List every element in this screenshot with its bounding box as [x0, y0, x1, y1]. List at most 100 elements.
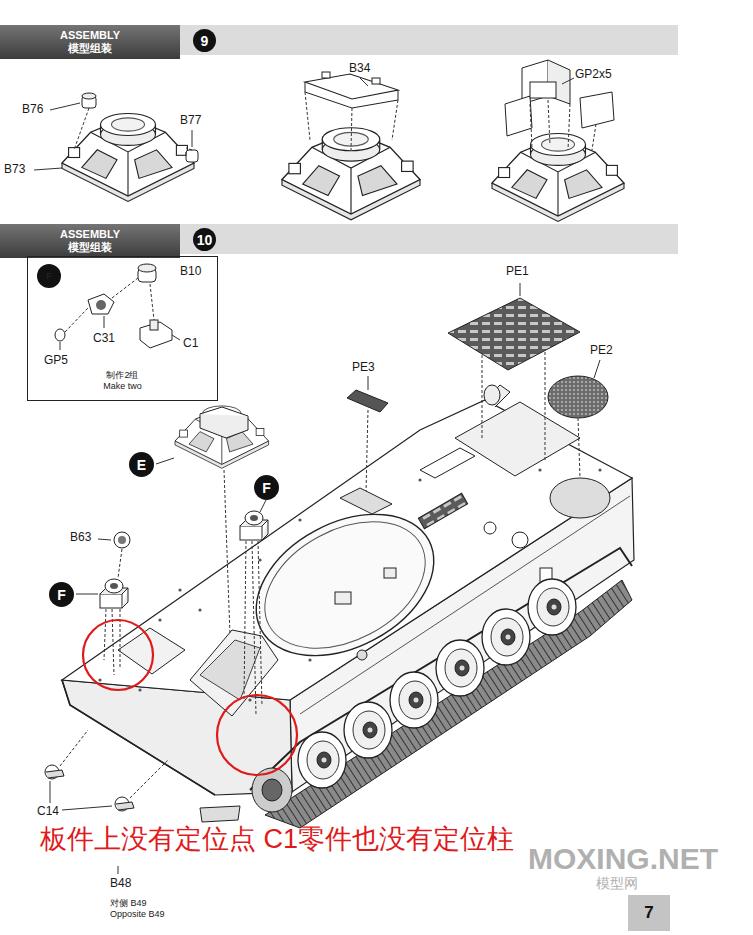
part-number: B77 — [180, 114, 201, 128]
inset-parts — [65, 278, 154, 332]
tow-hooks — [60, 730, 88, 766]
step9-part-gp2 — [530, 82, 556, 98]
header-band — [180, 25, 678, 55]
step9-part-gp2 — [530, 100, 596, 150]
step9-leaders — [192, 130, 193, 147]
watermark: MOXING.NET — [528, 842, 718, 877]
part-number: B48 — [110, 877, 131, 891]
tow-hooks — [50, 781, 51, 803]
step9-leaders — [34, 103, 192, 170]
node-text: 模型组装 — [68, 241, 112, 254]
inset-parts — [55, 264, 180, 350]
photo-etch-parts — [347, 390, 388, 412]
hull — [262, 779, 282, 801]
node-text: 制作2组 — [106, 370, 138, 381]
part-number: B73 — [4, 163, 25, 177]
hull — [298, 518, 301, 521]
hull — [512, 532, 528, 548]
tow-hooks — [46, 770, 64, 778]
hull — [200, 806, 240, 822]
node-text: 7 — [644, 903, 653, 923]
part-number: GP5 — [44, 354, 68, 368]
photo-etch-parts — [548, 376, 608, 418]
hull — [384, 568, 396, 578]
part-number: PE3 — [352, 361, 375, 375]
hull — [484, 385, 500, 405]
part-number: C1 — [183, 337, 198, 351]
step-number: 9 — [193, 29, 216, 52]
part-number: C31 — [93, 332, 115, 346]
hull — [265, 580, 632, 828]
hull — [485, 385, 510, 407]
step9-part-b73 — [82, 93, 96, 99]
node-text: F — [262, 481, 271, 495]
photo-etch-parts — [340, 488, 392, 514]
problem-highlight — [217, 695, 297, 775]
callout-letter: F — [49, 582, 74, 607]
problem-highlight — [83, 620, 297, 775]
header-band — [180, 224, 678, 254]
step9-part-b73 — [186, 150, 198, 162]
step9-part-b73 — [74, 108, 89, 150]
step9-part-b34 — [305, 82, 398, 108]
node-text: 9 — [201, 34, 209, 48]
step9-part-b34 — [282, 128, 420, 220]
hull — [420, 448, 475, 478]
turret-subassembly — [200, 414, 248, 438]
gun-mount-f — [76, 500, 268, 715]
page-number: 7 — [628, 895, 670, 931]
part-number: B10 — [180, 265, 201, 279]
photo-etch-parts — [594, 360, 600, 378]
step9-part-gp2 — [492, 134, 624, 222]
step9-part-gp2 — [492, 60, 624, 222]
node-text: 模型组装 — [68, 42, 112, 55]
tow-hooks — [116, 802, 134, 810]
assembly-header: ASSEMBLY模型组装 — [0, 25, 180, 59]
hull — [178, 588, 181, 591]
step9-part-b34 — [360, 78, 368, 86]
part-number: C14 — [37, 805, 59, 819]
step9-part-b73 — [186, 148, 192, 150]
hull — [300, 496, 630, 714]
hull — [298, 732, 346, 788]
part-number: GP2x5 — [575, 68, 612, 82]
node-text: 10 — [197, 233, 213, 247]
problem-highlight — [83, 620, 153, 690]
callout-letter: F — [37, 264, 61, 288]
hull — [436, 640, 484, 696]
photo-etch-parts — [368, 376, 369, 390]
hull — [62, 680, 215, 795]
node-text: E — [137, 458, 146, 472]
hull — [138, 688, 141, 691]
turret-subassembly — [224, 470, 230, 635]
error-note: 板件上没有定位点 C1零件也没有定位柱 — [40, 824, 514, 855]
gun-mount-f — [240, 511, 268, 540]
watermark: 模型网 — [596, 875, 638, 891]
node-text: Make two — [103, 381, 142, 392]
step9-part-b73 — [62, 93, 198, 202]
hull — [308, 658, 311, 661]
turret-subassembly — [156, 458, 174, 464]
gun-mount-f — [260, 500, 266, 512]
photo-etch-parts — [340, 283, 608, 514]
hull — [250, 548, 632, 790]
tow-hooks — [130, 760, 168, 798]
photo-etch-parts — [545, 352, 546, 462]
part-number: PE1 — [506, 265, 529, 279]
step-number: 10 — [193, 228, 216, 251]
callout-letter: F — [254, 475, 279, 500]
opposite-side-note: Opposite B49 — [110, 909, 165, 919]
hull — [335, 592, 351, 604]
hull — [538, 468, 541, 471]
header-band — [180, 25, 678, 254]
inset-parts — [138, 264, 156, 272]
hull — [484, 522, 496, 534]
hull — [248, 698, 251, 701]
gun-mount-f — [100, 579, 128, 608]
photo-etch-parts — [578, 418, 580, 478]
gun-mount-f — [118, 549, 122, 578]
hull — [418, 493, 467, 528]
hull — [98, 678, 101, 681]
